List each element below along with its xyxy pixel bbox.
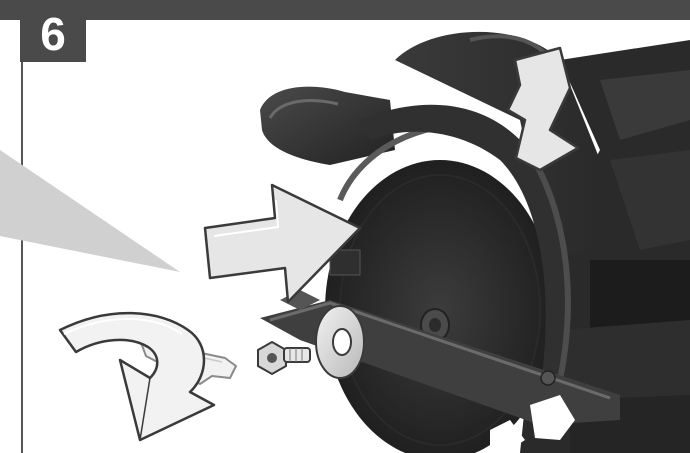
bolt-icon: [258, 342, 310, 374]
zoom-callout: [0, 150, 180, 272]
step-number-badge: 6: [20, 6, 86, 62]
curved-arrow-icon: [60, 313, 214, 440]
header-bar-overlay: [0, 0, 690, 20]
washer-icon: [316, 306, 364, 378]
